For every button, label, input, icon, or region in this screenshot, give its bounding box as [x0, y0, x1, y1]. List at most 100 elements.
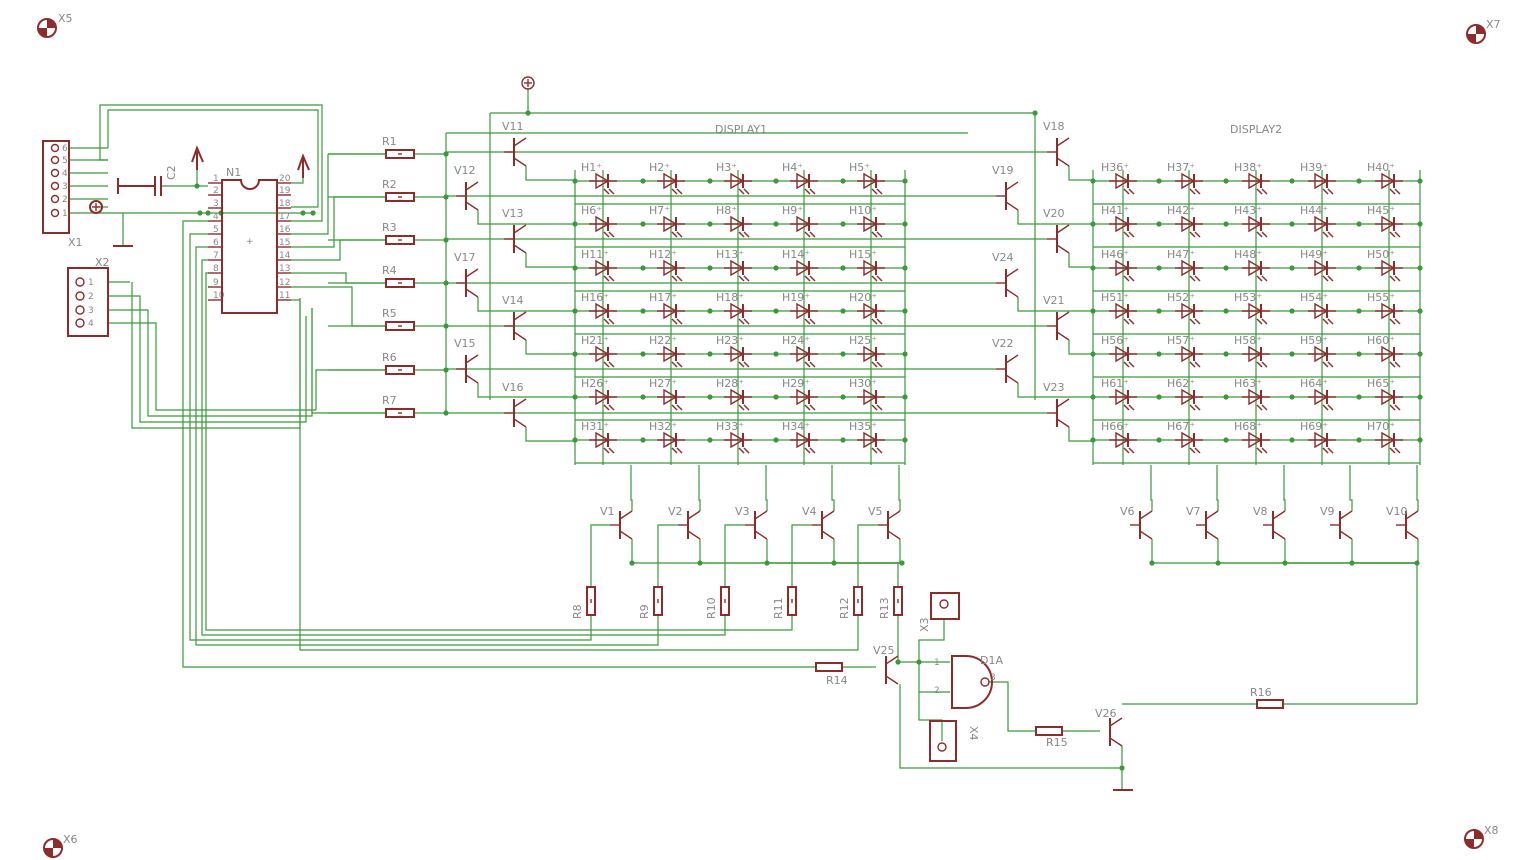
led-h68: H68⁺: [1234, 420, 1270, 454]
led-h58: H58⁺: [1234, 334, 1270, 368]
ic-pin20-supply: [291, 178, 304, 184]
led-ray: [608, 275, 615, 282]
resistor-label: R10: [705, 597, 718, 619]
resistor-label: R7: [382, 394, 397, 407]
junction-dot: [1223, 394, 1229, 400]
led-label: H29⁺: [782, 377, 810, 390]
junction-dot: [1356, 437, 1362, 443]
led-h32: H32⁺: [649, 420, 685, 454]
led-ray: [1322, 361, 1329, 368]
connector-pin: [50, 194, 60, 204]
led-label: H59⁺: [1300, 334, 1328, 347]
led-ray: [1394, 275, 1401, 282]
led-label: H5⁺: [849, 161, 870, 174]
transistor-label: V1: [600, 505, 615, 518]
led-ray: [1394, 447, 1401, 454]
transistor-v10: V10: [1386, 505, 1419, 540]
resistor-label: R8: [571, 604, 584, 619]
transistor-emitter: [1056, 244, 1070, 254]
col-base-link: [857, 524, 878, 587]
junction-dot: [707, 308, 713, 314]
led-ray: [1261, 231, 1268, 238]
transistor-emitter: [1139, 530, 1153, 540]
junction-dot: [707, 178, 713, 184]
led-ray: [871, 231, 878, 238]
led-ray: [676, 361, 683, 368]
led-ray: [603, 231, 610, 238]
led-h22: H22⁺: [649, 334, 685, 368]
led-label: H35⁺: [849, 420, 877, 433]
led-ray: [871, 447, 878, 454]
supply-symbol-top: [521, 76, 535, 90]
resistor-label: R4: [382, 264, 397, 277]
led-label: H50⁺: [1367, 248, 1395, 261]
led-ray: [1322, 404, 1329, 411]
junction-dot: [707, 351, 713, 357]
led-ray: [1123, 231, 1130, 238]
ic-n1-label: N1: [226, 166, 241, 179]
led-label: H45⁺: [1367, 204, 1395, 217]
led-label: H17⁺: [649, 291, 677, 304]
transistor-emitter: [465, 288, 479, 298]
led-label: H60⁺: [1367, 334, 1395, 347]
led-ray: [1394, 318, 1401, 325]
junction-dot: [1356, 394, 1362, 400]
transistor-v11: V11: [502, 120, 527, 167]
led-label: H56⁺: [1101, 334, 1129, 347]
led-ray: [676, 188, 683, 195]
mounting-x8: X8: [1464, 824, 1499, 849]
transistor-collector: [513, 137, 527, 147]
emitter-to-row: [477, 383, 575, 398]
junction-dot: [197, 210, 203, 216]
junction-dot: [1356, 178, 1362, 184]
junction-dot: [1289, 351, 1295, 357]
led-ray: [804, 318, 811, 325]
resistor-body: [720, 586, 730, 616]
led-ray: [809, 361, 816, 368]
junction-dot: [1156, 351, 1162, 357]
led-ray: [1322, 188, 1329, 195]
led-h18: H18⁺: [716, 291, 752, 325]
col-collector-link-2: [1349, 465, 1353, 511]
resistor-r10: R10: [705, 586, 730, 619]
junction-dot: [773, 351, 779, 357]
led-ray: [1194, 318, 1201, 325]
led-h30: H30⁺: [849, 377, 885, 411]
junction-dot: [1414, 560, 1420, 566]
x7-label: X7: [1486, 18, 1501, 31]
transistor-v17: V17: [454, 251, 479, 298]
junction-dot: [640, 394, 646, 400]
ic-pin-label: 2: [213, 186, 219, 196]
resistor-r5: R5: [382, 307, 415, 331]
led-label: H23⁺: [716, 334, 744, 347]
transistor-emitter: [1405, 530, 1419, 540]
led-label: H4⁺: [782, 161, 803, 174]
connector-x4: X4: [929, 720, 980, 762]
transistor-v16: V16: [502, 381, 527, 428]
resistor-r2: R2: [382, 178, 415, 202]
led-ray: [671, 188, 678, 195]
led-ray: [1327, 275, 1334, 282]
led-label: H62⁺: [1167, 377, 1195, 390]
col-emitter-bus-2: [1217, 539, 1417, 564]
display1-label: DISPLAY1: [715, 123, 767, 136]
transistor-emitter: [821, 530, 835, 540]
transistor-label: V8: [1253, 505, 1268, 518]
led-label: H58⁺: [1234, 334, 1262, 347]
junction-dot: [640, 221, 646, 227]
led-h27: H27⁺: [649, 377, 685, 411]
junction-dot: [525, 110, 531, 116]
junction-dot: [840, 437, 846, 443]
junction-dot: [640, 437, 646, 443]
led-h67: H67⁺: [1167, 420, 1203, 454]
bus-s: [315, 369, 386, 410]
junction-dot: [1156, 394, 1162, 400]
led-ray: [1389, 447, 1396, 454]
led-ray: [804, 361, 811, 368]
led-h29: H29⁺: [782, 377, 818, 411]
led-label: H41⁺: [1101, 204, 1129, 217]
ic-pin-label: 7: [213, 251, 219, 261]
gate-pin-3: 3: [990, 673, 996, 683]
col-base-link: [590, 524, 610, 587]
